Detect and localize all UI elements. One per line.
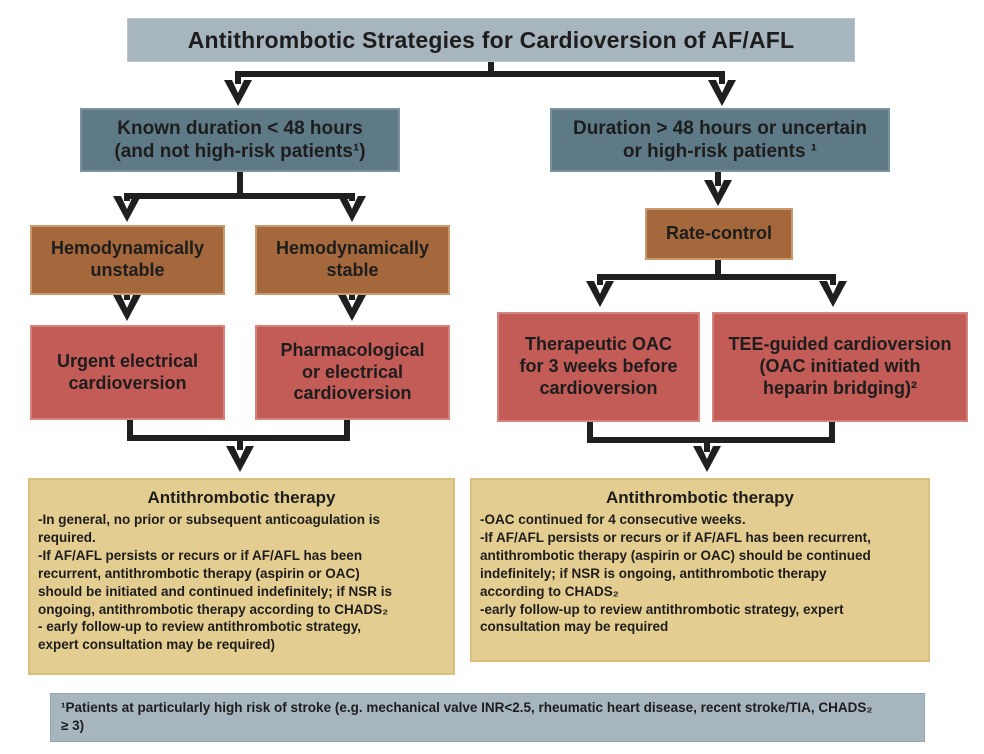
node-known-duration-under-48h: Known duration < 48 hours (and not high-… — [80, 108, 400, 172]
node-pharmacological-or-electrical-cardioversion: Pharmacological or electrical cardiovers… — [255, 325, 450, 420]
therapy-right-body: -OAC continued for 4 consecutive weeks. … — [480, 511, 871, 635]
node-antithrombotic-therapy-right: Antithrombotic therapy -OAC continued fo… — [470, 478, 930, 662]
therapy-right-title: Antithrombotic therapy — [606, 488, 794, 507]
therapy-left-title: Antithrombotic therapy — [147, 488, 336, 507]
node-urgent-electrical-cardioversion: Urgent electrical cardioversion — [30, 325, 225, 420]
node-tee-guided-cardioversion: TEE-guided cardioversion (OAC initiated … — [712, 312, 968, 422]
therapy-left-body: -In general, no prior or subsequent anti… — [38, 511, 393, 653]
node-duration-over-48h: Duration > 48 hours or uncertain or high… — [550, 108, 890, 172]
node-hemodynamically-unstable: Hemodynamically unstable — [30, 225, 225, 295]
footnote-high-risk-definition: ¹Patients at particularly high risk of s… — [50, 693, 925, 742]
connector-lines — [124, 58, 836, 452]
node-antithrombotic-therapy-left: Antithrombotic therapy -In general, no p… — [28, 478, 455, 675]
node-rate-control: Rate-control — [645, 208, 793, 260]
node-therapeutic-oac-3-weeks: Therapeutic OAC for 3 weeks before cardi… — [497, 312, 700, 422]
node-hemodynamically-stable: Hemodynamically stable — [255, 225, 450, 295]
diagram-title: Antithrombotic Strategies for Cardiovers… — [127, 18, 855, 62]
